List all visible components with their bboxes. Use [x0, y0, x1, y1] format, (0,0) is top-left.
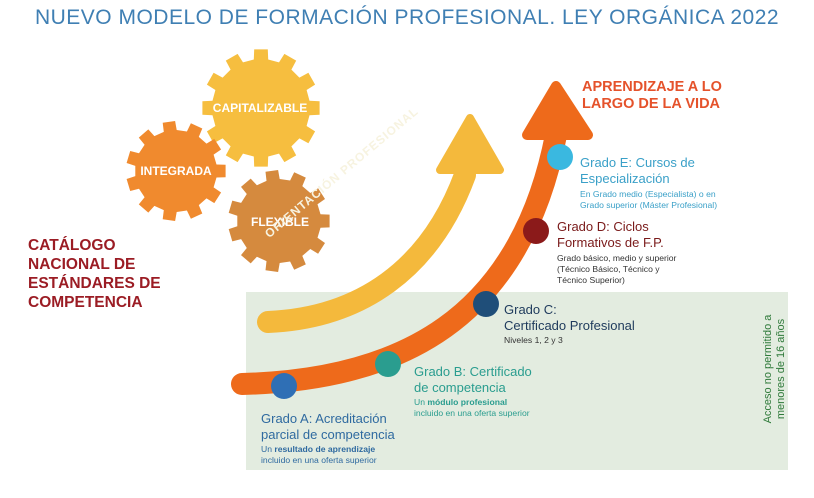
- catalog-heading: CATÁLOGO NACIONAL DE ESTÁNDARES DE COMPE…: [28, 236, 228, 312]
- access-note-line: menores de 16 años: [775, 318, 787, 420]
- grade-b-title: de competencia: [414, 380, 506, 395]
- grade-e-sub: En Grado medio (Especialista) o en: [580, 189, 716, 199]
- grade-a-sub-bold: resultado de aprendizaje: [274, 444, 376, 454]
- lifelong-learning-heading: APRENDIZAJE A LO LARGO DE LA VIDA: [582, 79, 782, 113]
- grade-d-title: Grado D: Ciclos: [557, 219, 649, 234]
- gear-label-capitalizable: CAPITALIZABLE: [212, 101, 308, 115]
- grade-d-sub: (Técnico Básico, Técnico y: [557, 264, 660, 274]
- access-note-line: Acceso no permitido a: [762, 314, 774, 424]
- dot-grade-e: [547, 144, 573, 170]
- catalog-line: CATÁLOGO: [28, 237, 116, 254]
- grade-b-title: Grado B: Certificado: [414, 364, 532, 379]
- grade-a-sub-prefix: Un: [261, 444, 275, 454]
- gear-label-integrada: INTEGRADA: [140, 164, 212, 178]
- career-arrow-shaft: [231, 124, 567, 395]
- access-note: Acceso no permitido a menores de 16 años: [762, 294, 788, 444]
- grade-a-title: Grado A: Acreditación: [261, 411, 387, 426]
- catalog-line: COMPETENCIA: [28, 294, 143, 311]
- grade-a-block: Grado A: Acreditación parcial de compete…: [261, 411, 395, 466]
- grade-e-title: Especialización: [580, 171, 670, 186]
- grade-b-sub: Un módulo profesional: [414, 397, 532, 408]
- gear-label-flexible: FLEXIBLE: [250, 215, 309, 229]
- dot-grade-c: [473, 291, 499, 317]
- gear-integrada: [126, 121, 226, 221]
- grade-c-title: Certificado Profesional: [504, 318, 635, 333]
- grade-a-sub: incluido en una oferta superior: [261, 455, 377, 465]
- dot-grade-d: [523, 218, 549, 244]
- grade-c-sub: Niveles 1, 2 y 3: [504, 335, 563, 345]
- dot-grade-b: [375, 351, 401, 377]
- lifelong-line: APRENDIZAJE A LO: [582, 79, 722, 95]
- grade-e-block: Grado E: Cursos de Especialización En Gr…: [580, 155, 717, 211]
- grade-e-sub: Grado superior (Máster Profesional): [580, 200, 718, 210]
- grade-a-sub: Un resultado de aprendizaje: [261, 444, 395, 455]
- lifelong-line: LARGO DE LA VIDA: [582, 96, 721, 112]
- grade-d-block: Grado D: Ciclos Formativos de F.P. Grado…: [557, 219, 676, 286]
- gear-shape: [228, 170, 330, 272]
- grade-b-sub-bold: módulo profesional: [427, 397, 508, 407]
- grade-c-block: Grado C: Certificado Profesional Niveles…: [504, 302, 635, 346]
- grade-d-sub: Grado básico, medio y superior: [557, 253, 677, 263]
- grade-e-title: Grado E: Cursos de: [580, 155, 695, 170]
- gear-flexible: [228, 170, 330, 272]
- orientation-arrow-shaft: [257, 164, 476, 333]
- catalog-line: ESTÁNDARES DE: [28, 275, 161, 292]
- grade-a-title: parcial de competencia: [261, 427, 395, 442]
- gear-shape: [126, 121, 226, 221]
- grade-b-sub-prefix: Un: [414, 397, 428, 407]
- gear-shape: [202, 49, 320, 167]
- grade-c-title: Grado C:: [504, 302, 557, 317]
- grade-d-sub: Técnico Superior): [557, 275, 625, 285]
- grade-b-sub: incluido en una oferta superior: [414, 408, 530, 418]
- catalog-line: NACIONAL DE: [28, 256, 136, 273]
- grade-b-block: Grado B: Certificado de competencia Un m…: [414, 364, 532, 419]
- career-arrow-head: [522, 81, 593, 140]
- dot-grade-a: [271, 373, 297, 399]
- gear-capitalizable: [202, 49, 320, 167]
- page-title: NUEVO MODELO DE FORMACIÓN PROFESIONAL. L…: [34, 6, 780, 29]
- orientation-arrow-head: [436, 114, 504, 174]
- grade-d-title: Formativos de F.P.: [557, 235, 664, 250]
